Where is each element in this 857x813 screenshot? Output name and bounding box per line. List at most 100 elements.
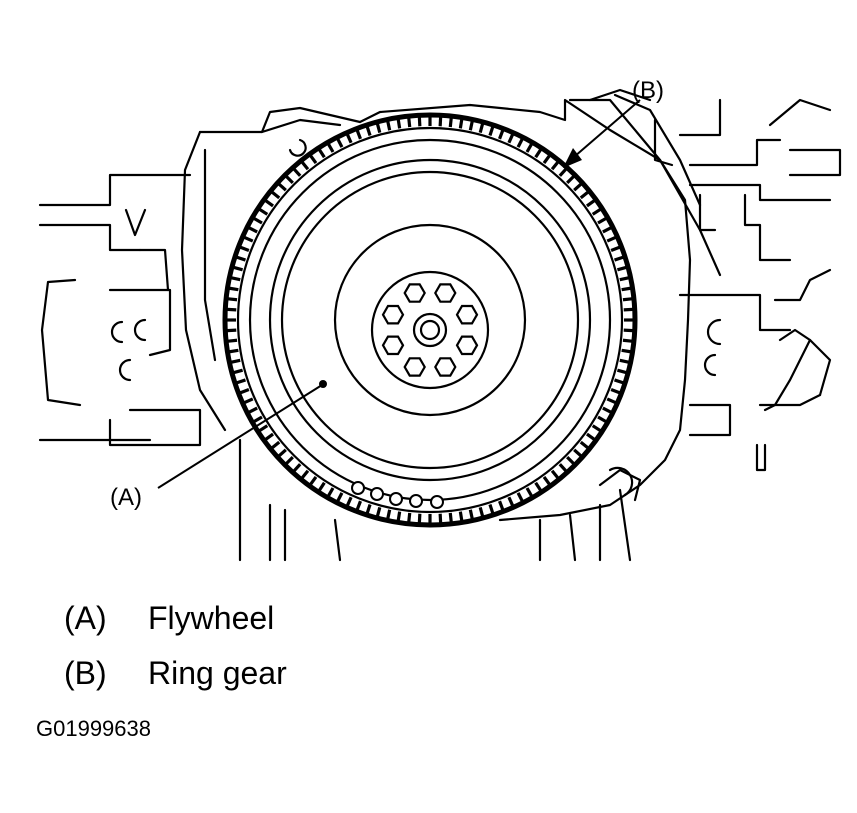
ring-gear-tooth (534, 148, 542, 159)
ring-gear-tooth (227, 307, 237, 312)
ring-gear-tooth (248, 406, 258, 414)
ring-gear-tooth (619, 276, 629, 282)
ring-gear-tooth (573, 448, 582, 458)
ring-gear-tooth (438, 117, 443, 127)
ring-gear-tooth (375, 506, 382, 517)
ring-gear-tooth (278, 448, 287, 458)
ring-gear-tooth (285, 175, 294, 184)
ring-gear-tooth (253, 217, 263, 225)
ring-gear-tooth (278, 182, 287, 192)
ring-gear-tooth (458, 119, 464, 129)
ring-gear-tooth (478, 123, 485, 134)
ring-gear-tooth (468, 509, 474, 519)
legend-key: (A) (64, 600, 107, 636)
ring-gear-tooth (507, 133, 515, 144)
ring-gear-tooth (407, 512, 412, 523)
left-engine-parts (38, 173, 192, 207)
flywheel-holes (351, 481, 444, 509)
ring-gear-tooth (301, 469, 310, 479)
ring-gear-tooth (619, 358, 629, 364)
ring-gear-tooth (386, 121, 392, 131)
ring-gear-tooth (417, 513, 422, 523)
ring-gear-tooth (355, 129, 362, 140)
ring-gear-tooth (566, 175, 575, 184)
ring-gear-tooth (375, 123, 382, 134)
ring-gear-tooth (407, 117, 412, 128)
ring-gear-tooth (239, 388, 250, 395)
ring-gear-tooth (616, 265, 627, 272)
ring-gear-tooth (550, 469, 559, 479)
ring-gear-tooth (227, 297, 238, 302)
ring-gear-tooth (621, 286, 631, 292)
ring-gear-tooth (597, 217, 607, 225)
ring-gear-tooth (227, 318, 236, 322)
ring-gear-tooth (573, 182, 582, 192)
ring-gear-tooth (243, 397, 254, 405)
ring-gear-tooth (622, 297, 633, 302)
ring-gear-tooth (586, 199, 596, 208)
ring-gear-tooth (591, 208, 602, 216)
ring-gear-tooth (318, 481, 326, 492)
ring-gear-tooth (292, 168, 302, 177)
hub-bolt (381, 304, 405, 325)
ring-gear-tooth (258, 424, 269, 432)
ring-gear-tooth (231, 276, 241, 282)
ring-gear-tooth (345, 496, 353, 507)
ring-gear-tooth (292, 463, 302, 472)
ring-gear-tooth (478, 506, 485, 517)
ring-gear-tooth (336, 138, 344, 148)
hub-bolt (455, 304, 479, 325)
ring-gear-tooth (227, 328, 237, 333)
ring-gear-tooth (271, 191, 281, 200)
ring-gear-tooth (468, 121, 474, 131)
flywheel (236, 126, 624, 514)
ring-gear-tooth (428, 514, 432, 523)
ring-gear-teeth (227, 117, 633, 523)
ring-gear-tooth (327, 143, 335, 153)
ring-gear-tooth (610, 388, 621, 395)
ring-gear (222, 112, 638, 528)
ring-gear-tooth (602, 226, 612, 234)
ring-gear-tooth (622, 338, 633, 343)
ring-gear-tooth (488, 126, 495, 136)
ring-gear-tooth (396, 511, 402, 521)
ring-gear-tooth (498, 500, 505, 511)
ring-gear-tooth (602, 406, 612, 414)
flywheel-hole (370, 487, 384, 501)
ring-gear-tooth (591, 424, 602, 432)
ring-gear-tooth (248, 226, 258, 234)
ring-gear-tooth (597, 415, 607, 423)
ring-gear-tooth (236, 255, 246, 262)
ring-gear-tooth (438, 513, 443, 523)
hub (370, 270, 490, 390)
ring-gear-tooth (624, 318, 633, 322)
ring-gear-tooth (516, 492, 524, 502)
ring-gear-tooth (534, 481, 542, 492)
right-engine-parts (688, 138, 782, 167)
ring-gear-tooth (566, 456, 575, 465)
ring-gear-tooth (365, 504, 372, 514)
legend-item-ring-gear: (B)Ring gear (64, 655, 287, 691)
hub-bolt (381, 335, 405, 356)
ring-gear-tooth (606, 235, 617, 243)
hub-bolt (455, 335, 479, 356)
flywheel-hole (389, 492, 403, 506)
ring-gear-tooth (236, 378, 246, 385)
ring-gear-tooth (428, 117, 432, 126)
ring-gear-tooth (542, 476, 551, 486)
ring-gear-tooth (586, 432, 596, 441)
ring-gear-tooth (345, 133, 353, 144)
ring-gear-tooth (309, 476, 318, 486)
ring-gear-tooth (525, 487, 533, 497)
hub-bolts (381, 283, 479, 377)
callout-b-label: (B) (632, 77, 664, 104)
callout-b-arrowhead (563, 148, 582, 168)
legend-label: Flywheel (148, 600, 275, 636)
ring-gear-tooth (365, 126, 372, 136)
ring-gear-tooth (616, 368, 627, 375)
callout-a-dot (319, 380, 327, 388)
ring-gear-tooth (386, 509, 392, 519)
ring-gear-tooth (558, 463, 568, 472)
ring-gear-tooth (417, 117, 422, 127)
ring-gear-tooth (621, 348, 631, 354)
